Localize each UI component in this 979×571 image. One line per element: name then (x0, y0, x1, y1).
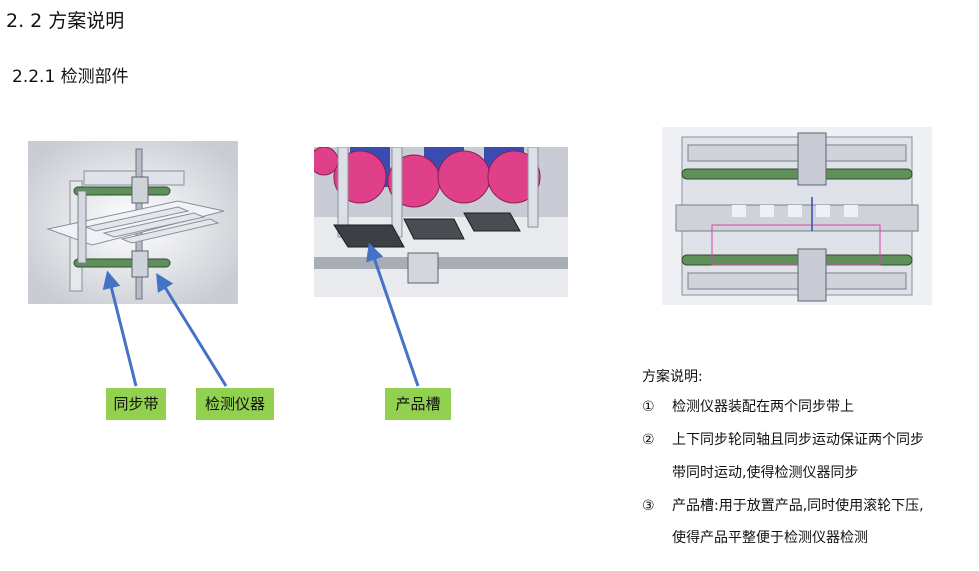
subsection-title: 2.2.1 检测部件 (12, 67, 129, 87)
inspection-assembly-image (28, 141, 238, 304)
note-text: 检测仪器装配在两个同步带上 (672, 399, 854, 415)
note-text: 产品槽:用于放置产品,同时使用滚轮下压, (672, 498, 924, 514)
product-slot-image (314, 147, 568, 297)
label-sync-belt: 同步带 (106, 388, 166, 420)
note-item-1: ① 检测仪器装配在两个同步带上 (642, 396, 854, 418)
label-inspection-instrument: 检测仪器 (196, 388, 274, 420)
label-product-slot: 产品槽 (385, 388, 451, 420)
note-number: ③ (642, 498, 655, 514)
note-item-3: ③ 产品槽:用于放置产品,同时使用滚轮下压, (642, 495, 924, 517)
note-text-continued: 使得产品平整便于检测仪器检测 (672, 530, 868, 546)
section-title: 2. 2 方案说明 (6, 10, 125, 32)
note-item-2: ② 上下同步轮同轴且同步运动保证两个同步 (642, 429, 924, 451)
note-number: ① (642, 399, 655, 415)
top-view-image (662, 127, 932, 305)
notes-heading: 方案说明: (642, 369, 703, 385)
note-number: ② (642, 432, 655, 448)
note-text: 上下同步轮同轴且同步运动保证两个同步 (672, 432, 924, 448)
note-text-continued: 带同时运动,使得检测仪器同步 (672, 465, 859, 481)
